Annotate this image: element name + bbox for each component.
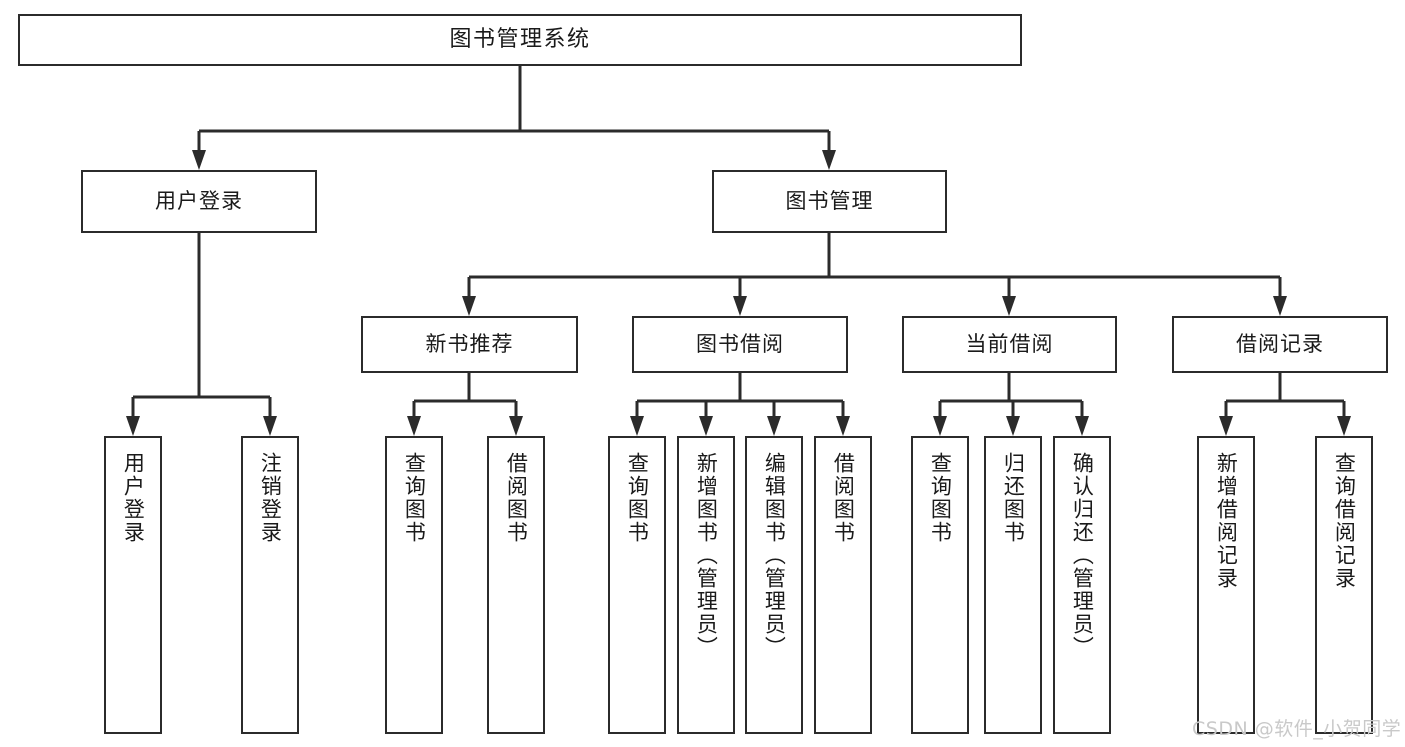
arrow-head-new-book-rec-0 xyxy=(407,416,421,436)
node-leaf-user-login[interactable]: 用户登录 xyxy=(104,436,162,734)
arrow-head-book-manage-2 xyxy=(1002,296,1016,316)
arrow-head-book-borrow-0 xyxy=(630,416,644,436)
node-leaf-query-record[interactable]: 查询借阅记录 xyxy=(1315,436,1373,734)
node-label-leaf-edit-book: 编辑图书（管理员） xyxy=(762,452,787,659)
node-label-leaf-borrow-book-2: 借阅图书 xyxy=(831,452,856,544)
arrow-head-borrow-record-1 xyxy=(1337,416,1351,436)
node-leaf-borrow-book-1[interactable]: 借阅图书 xyxy=(487,436,545,734)
arrow-head-root-0 xyxy=(192,150,206,170)
node-label-leaf-borrow-book-1: 借阅图书 xyxy=(504,452,529,544)
node-leaf-edit-book[interactable]: 编辑图书（管理员） xyxy=(745,436,803,734)
node-label-leaf-return-book: 归还图书 xyxy=(1001,452,1026,544)
arrow-head-current-borrow-0 xyxy=(933,416,947,436)
arrow-head-book-manage-0 xyxy=(462,296,476,316)
node-label-root: 图书管理系统 xyxy=(449,26,591,52)
node-new-book-rec[interactable]: 新书推荐 xyxy=(361,316,578,373)
node-label-leaf-logout-login: 注销登录 xyxy=(258,452,283,544)
arrow-head-book-borrow-1 xyxy=(699,416,713,436)
arrow-head-current-borrow-2 xyxy=(1075,416,1089,436)
node-user-login[interactable]: 用户登录 xyxy=(81,170,317,233)
node-leaf-add-record[interactable]: 新增借阅记录 xyxy=(1197,436,1255,734)
node-leaf-query-book-3[interactable]: 查询图书 xyxy=(911,436,969,734)
arrow-head-user-login-0 xyxy=(126,416,140,436)
node-leaf-add-book[interactable]: 新增图书（管理员） xyxy=(677,436,735,734)
node-label-leaf-add-record: 新增借阅记录 xyxy=(1214,452,1239,590)
node-leaf-return-book[interactable]: 归还图书 xyxy=(984,436,1042,734)
node-label-leaf-query-record: 查询借阅记录 xyxy=(1332,452,1357,590)
node-label-new-book-rec: 新书推荐 xyxy=(425,331,514,356)
arrow-head-book-borrow-2 xyxy=(767,416,781,436)
node-label-leaf-user-login: 用户登录 xyxy=(121,452,146,544)
node-label-leaf-confirm-return: 确认归还（管理员） xyxy=(1070,452,1095,659)
arrow-head-root-1 xyxy=(822,150,836,170)
node-leaf-logout-login[interactable]: 注销登录 xyxy=(241,436,299,734)
arrow-head-current-borrow-1 xyxy=(1006,416,1020,436)
arrow-head-borrow-record-0 xyxy=(1219,416,1233,436)
node-book-manage[interactable]: 图书管理 xyxy=(712,170,947,233)
node-label-leaf-query-book-2: 查询图书 xyxy=(625,452,650,544)
arrow-head-book-borrow-3 xyxy=(836,416,850,436)
node-current-borrow[interactable]: 当前借阅 xyxy=(902,316,1117,373)
watermark: CSDN @软件_小贺同学 xyxy=(1192,718,1402,740)
node-label-leaf-query-book-3: 查询图书 xyxy=(928,452,953,544)
arrow-head-book-manage-1 xyxy=(733,296,747,316)
node-label-leaf-query-book-1: 查询图书 xyxy=(402,452,427,544)
arrow-head-user-login-1 xyxy=(263,416,277,436)
node-label-user-login: 用户登录 xyxy=(155,188,243,213)
node-label-book-borrow: 图书借阅 xyxy=(696,331,784,356)
node-label-borrow-record: 借阅记录 xyxy=(1236,331,1324,356)
node-leaf-borrow-book-2[interactable]: 借阅图书 xyxy=(814,436,872,734)
node-label-current-borrow: 当前借阅 xyxy=(965,331,1054,356)
node-label-book-manage: 图书管理 xyxy=(785,188,874,213)
node-leaf-query-book-2[interactable]: 查询图书 xyxy=(608,436,666,734)
node-root[interactable]: 图书管理系统 xyxy=(18,14,1022,66)
arrow-head-book-manage-3 xyxy=(1273,296,1287,316)
node-borrow-record[interactable]: 借阅记录 xyxy=(1172,316,1388,373)
node-leaf-query-book-1[interactable]: 查询图书 xyxy=(385,436,443,734)
arrow-head-new-book-rec-1 xyxy=(509,416,523,436)
node-leaf-confirm-return[interactable]: 确认归还（管理员） xyxy=(1053,436,1111,734)
node-label-leaf-add-book: 新增图书（管理员） xyxy=(694,452,719,659)
node-book-borrow[interactable]: 图书借阅 xyxy=(632,316,848,373)
